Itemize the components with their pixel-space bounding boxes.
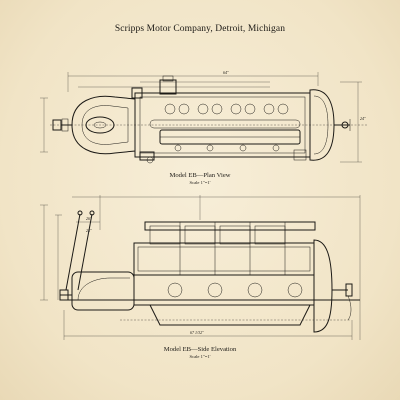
plan-view-scale: Scale 1"=1' — [189, 180, 211, 185]
sheet-title: Scripps Motor Company, Detroit, Michigan — [114, 24, 286, 34]
side-elevation-caption: Model EB—Side Elevation Scale 1"=1' — [0, 346, 400, 360]
lever-dim-left: 26″ — [86, 216, 92, 221]
cylinder-port-row — [164, 103, 289, 115]
plan-view-title: Model EB—Plan View — [169, 172, 231, 179]
side-elevation-drawing: 26″ 25″ — [40, 195, 361, 340]
crankcase-port-row — [167, 282, 303, 298]
plan-height-dim: 24″ — [360, 116, 366, 121]
side-overall-dim: 67 1/32″ — [190, 330, 204, 335]
plan-overall-dim: 64″ — [223, 70, 229, 75]
side-elevation-title: Model EB—Side Elevation — [163, 346, 237, 353]
spark-plug-row — [174, 144, 280, 152]
plan-view-caption: Model EB—Plan View Scale 1"=1' — [0, 172, 400, 186]
cylinder-head-row — [149, 225, 286, 245]
plan-view-drawing: 64″ 24″ — [40, 70, 368, 164]
side-elevation-scale: Scale 1"=1' — [189, 354, 211, 359]
